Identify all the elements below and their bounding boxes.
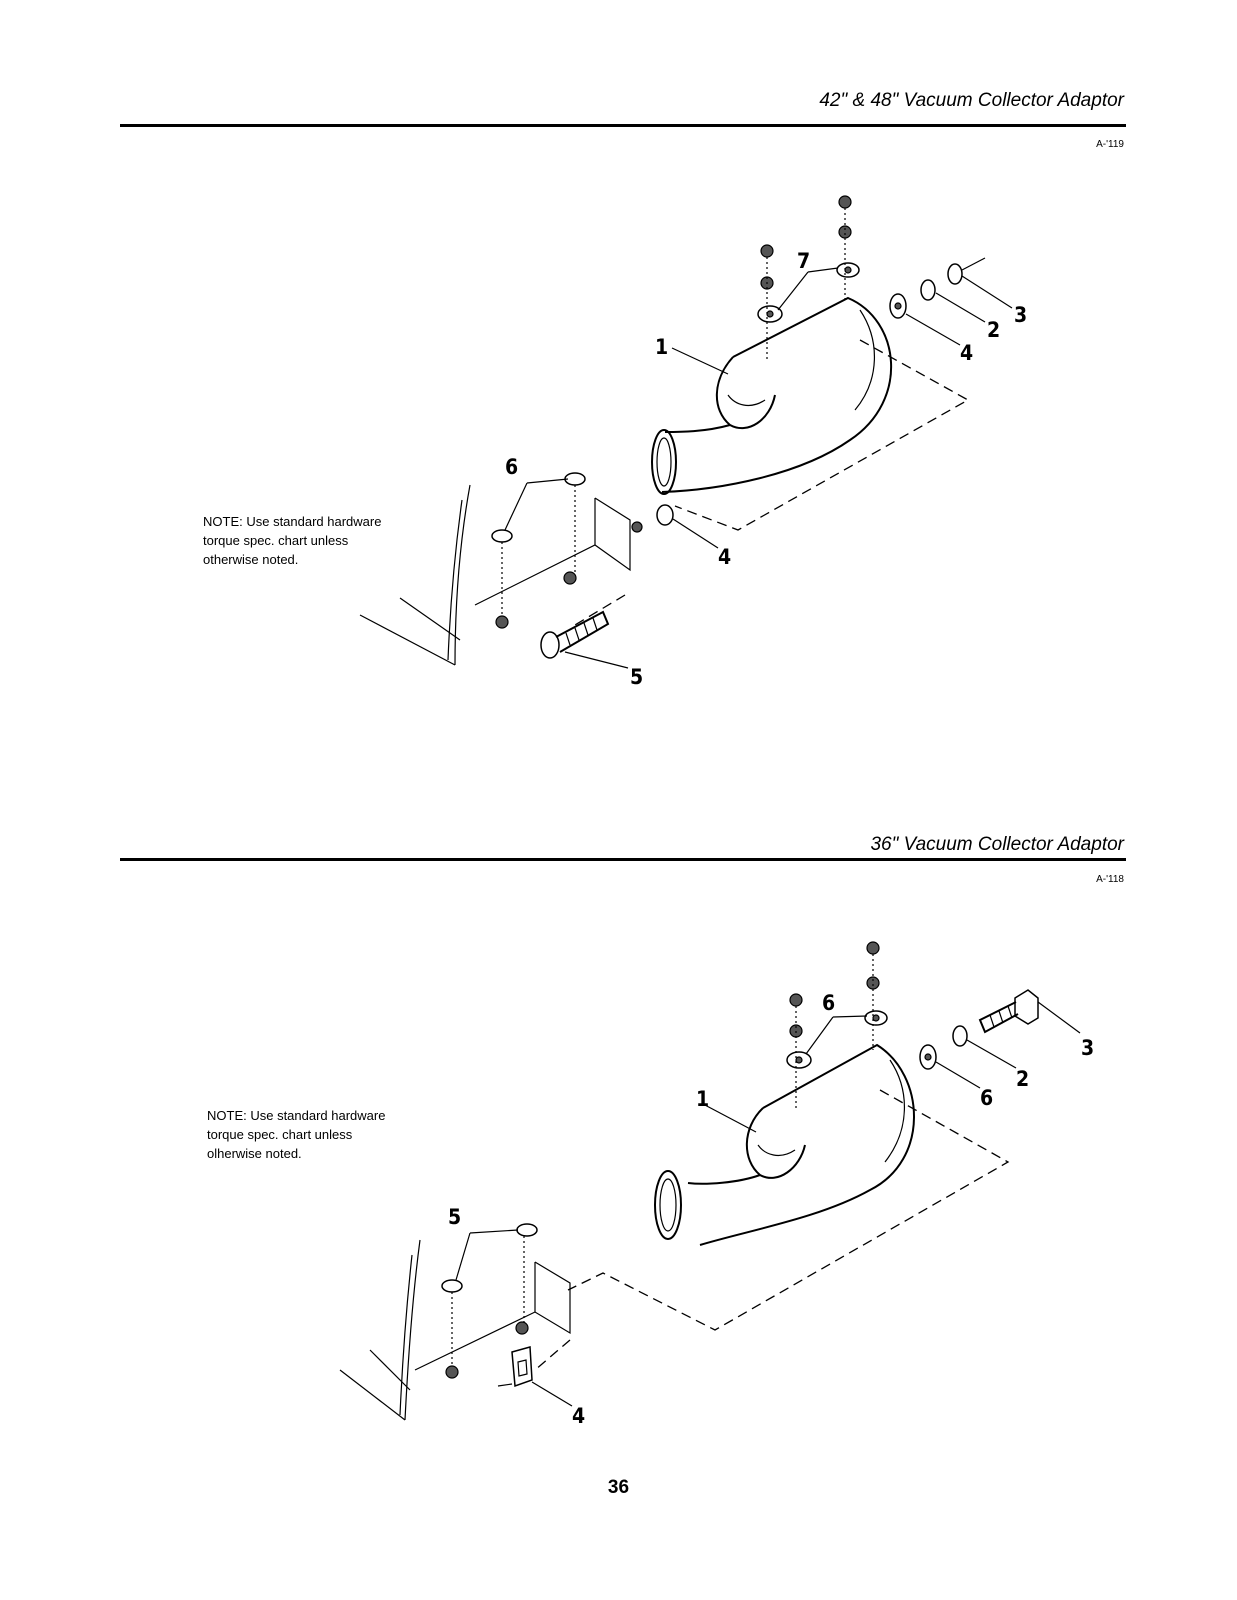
deck-bracket-part — [339, 1239, 571, 1421]
hardware-washer-row — [919, 1025, 968, 1070]
section-2-note-line: NOTE: Use standard hardware — [207, 1108, 386, 1123]
section-1-note-line: otherwise noted. — [203, 552, 299, 567]
section-1-note: NOTE: Use standard hardware torque spec.… — [203, 512, 463, 569]
hardware-bracket-fasteners — [491, 472, 674, 629]
callout-number: 2 — [987, 318, 1000, 342]
callout-number: 6 — [822, 991, 835, 1015]
callout-number: 1 — [696, 1087, 709, 1111]
callout-number: 3 — [1014, 303, 1027, 327]
section-2-note: NOTE: Use standard hardware torque spec.… — [207, 1106, 467, 1163]
callout-number: 4 — [960, 341, 973, 365]
section-2-figure-id: A-'118 — [1096, 874, 1124, 885]
section-2-note-line: olherwise noted. — [207, 1146, 302, 1161]
callout-number: 5 — [630, 665, 643, 689]
callout-number: 6 — [505, 455, 518, 479]
callout-number: 3 — [1081, 1036, 1094, 1060]
hex-bolt-part — [978, 989, 1039, 1034]
hardware-washer-row — [889, 257, 986, 319]
section-2-title: 36" Vacuum Collector Adaptor — [870, 834, 1124, 855]
section-2-exploded-diagram: 1 2 3 4 5 6 6 — [339, 941, 1094, 1428]
callout-number: 6 — [980, 1086, 993, 1110]
callout-number: 7 — [797, 249, 810, 273]
section-1-title: 42" & 48" Vacuum Collector Adaptor — [819, 90, 1124, 111]
carriage-bolt-part — [540, 610, 610, 659]
hardware-bracket-fasteners — [441, 1223, 538, 1379]
callout-number: 2 — [1016, 1067, 1029, 1091]
section-1-rule — [120, 124, 1126, 127]
callout-number: 5 — [448, 1205, 461, 1229]
section-1-exploded-diagram: 1 2 3 4 4 5 6 7 — [359, 195, 1027, 689]
callout-number: 1 — [655, 335, 668, 359]
vacuum-adaptor-part — [654, 1043, 915, 1246]
callout-number: 4 — [718, 545, 731, 569]
clip-nut-part — [497, 1346, 533, 1388]
callout-leader-lines — [504, 267, 1013, 669]
callout-number: 4 — [572, 1404, 585, 1428]
section-1-note-line: NOTE: Use standard hardware — [203, 514, 382, 529]
section-1-figure-id: A-'119 — [1096, 139, 1124, 150]
callout-leader-lines — [455, 1001, 1081, 1407]
vacuum-adaptor-part — [651, 296, 893, 495]
section-1-note-line: torque spec. chart unless — [203, 533, 349, 548]
page-number: 36 — [607, 1477, 630, 1498]
hardware-washer-nut — [757, 195, 860, 360]
deck-bracket-part — [359, 484, 631, 666]
section-2-note-line: torque spec. chart unless — [207, 1127, 353, 1142]
hardware-washer-nut — [786, 941, 888, 1108]
section-2-rule — [120, 858, 1126, 861]
